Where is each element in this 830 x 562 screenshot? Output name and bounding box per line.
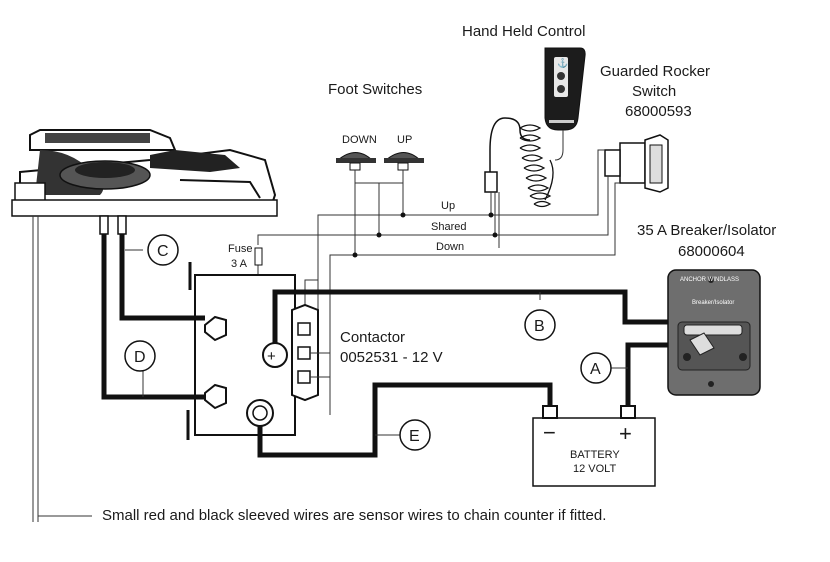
heavy-cables — [101, 234, 668, 458]
cable-d-marker: D — [124, 340, 156, 372]
cable-e-marker: E — [399, 419, 431, 451]
cable-a-marker: A — [580, 352, 612, 384]
fuse — [254, 247, 263, 266]
breaker-title: 35 A Breaker/Isolator — [637, 222, 776, 239]
breaker-plate-line1: ANCHOR WINDLASS — [680, 277, 739, 283]
foot-switches-label: Foot Switches — [328, 81, 422, 98]
breaker-part: 68000604 — [678, 243, 745, 260]
rocker-switch-title-1: Guarded Rocker — [600, 63, 710, 80]
battery: − + BATTERY 12 VOLT — [532, 405, 656, 487]
cable-c-marker: C — [147, 234, 179, 266]
contactor: + — [186, 262, 331, 440]
contactor-part: 0052531 - 12 V — [340, 349, 443, 366]
cable-d-label: D — [134, 349, 146, 366]
cable-b-label: B — [534, 318, 545, 335]
battery-voltage: 12 VOLT — [573, 463, 616, 475]
fuse-label: Fuse — [228, 243, 252, 255]
coiled-cord — [484, 117, 564, 248]
foot-switch-up-label: UP — [397, 134, 412, 146]
wire-label-down: Down — [436, 241, 464, 253]
hand-held-control: ⚓ — [544, 47, 586, 131]
foot-switch-down-label: DOWN — [342, 134, 377, 146]
svg-text:⚓: ⚓ — [557, 57, 568, 68]
cable-a-label: A — [590, 361, 601, 378]
foot-switch-up — [384, 152, 424, 171]
battery-pos-symbol: + — [619, 421, 632, 446]
guarded-rocker-switch — [604, 134, 669, 193]
foot-switch-down — [336, 152, 376, 171]
cable-c-label: C — [157, 243, 169, 260]
breaker-isolator: ANCHOR WINDLASS Breaker/Isolator — [667, 269, 761, 396]
footnote: Small red and black sleeved wires are se… — [102, 507, 606, 524]
cable-e-label: E — [409, 428, 420, 445]
windlass-unit — [11, 129, 278, 235]
wire-label-up: Up — [441, 200, 455, 212]
breaker-plate-line2: Breaker/Isolator — [692, 300, 734, 306]
battery-label: BATTERY — [570, 449, 620, 461]
rocker-switch-part: 68000593 — [625, 103, 692, 120]
hand-held-control-label: Hand Held Control — [462, 23, 585, 40]
rocker-switch-title-2: Switch — [632, 83, 676, 100]
wire-label-shared: Shared — [431, 221, 466, 233]
battery-neg-symbol: − — [543, 420, 556, 445]
cable-b-marker: B — [524, 309, 556, 341]
fuse-rating: 3 A — [231, 258, 248, 270]
contactor-plus-symbol: + — [267, 348, 276, 365]
contactor-label: Contactor — [340, 329, 405, 346]
